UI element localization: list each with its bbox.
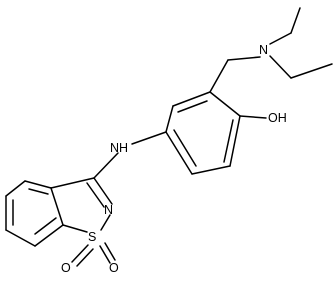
atom-label-oh: OH <box>268 111 287 125</box>
ring-bond-5 <box>165 105 174 133</box>
atom-label-s: S <box>88 230 96 244</box>
bond-n-s <box>100 214 111 231</box>
ring-double-inner-2 <box>223 119 234 163</box>
amine-linker <box>93 131 167 179</box>
bond-ethyl-lower-ch3 <box>290 63 333 79</box>
bond-ring-oh <box>239 115 267 119</box>
atom-label-n-ring: N <box>104 203 113 217</box>
bond-c3-c3a <box>50 177 95 189</box>
atom-label-nh: NH <box>110 141 128 155</box>
bond-ethyl-upper-ch3 <box>290 7 301 34</box>
ring-double-inner-1 <box>177 100 208 113</box>
atom-label-o-right: O <box>109 261 119 275</box>
ring-double-inner-3 <box>173 129 197 167</box>
bond-ring-nh <box>131 131 167 145</box>
bond-c3-n-double <box>86 182 105 208</box>
benzo-bond-3 <box>5 229 36 247</box>
bond-nh-c3 <box>93 152 119 179</box>
bond-s-o-left-double <box>76 248 94 267</box>
atom-label-n-amine: N <box>259 43 268 57</box>
ring-bond-6 <box>172 91 211 107</box>
bond-s-o-left <box>71 244 89 263</box>
benzo-double-inner-3 <box>28 188 49 195</box>
benzo-bond-6 <box>24 180 52 189</box>
ring-bond-3 <box>191 165 231 175</box>
atom-label-o-left: O <box>61 261 71 275</box>
ring-bond-4 <box>165 131 193 175</box>
bond-ch2-ring <box>209 59 229 93</box>
diethylamino-group <box>209 7 333 93</box>
bond-n-ethyl-lower <box>269 55 292 79</box>
ring-bond-2 <box>229 115 241 167</box>
bond-n-ethyl-upper <box>269 32 292 45</box>
bond-c3-n <box>93 177 113 205</box>
benzo-double-inner-1 <box>34 217 57 235</box>
benzo-bond-1 <box>50 187 64 226</box>
bond-s-o-right-double <box>104 242 116 261</box>
ring-bond-1 <box>209 91 241 117</box>
bond-s-c7a <box>62 224 88 233</box>
phenol-ring <box>165 91 267 175</box>
benzo-bond-5 <box>5 180 26 197</box>
bond-s-o-right <box>99 245 111 264</box>
benzo-bond-2 <box>34 224 64 247</box>
bond-n-ch2 <box>227 56 261 61</box>
benzisothiazole-system <box>5 177 116 267</box>
